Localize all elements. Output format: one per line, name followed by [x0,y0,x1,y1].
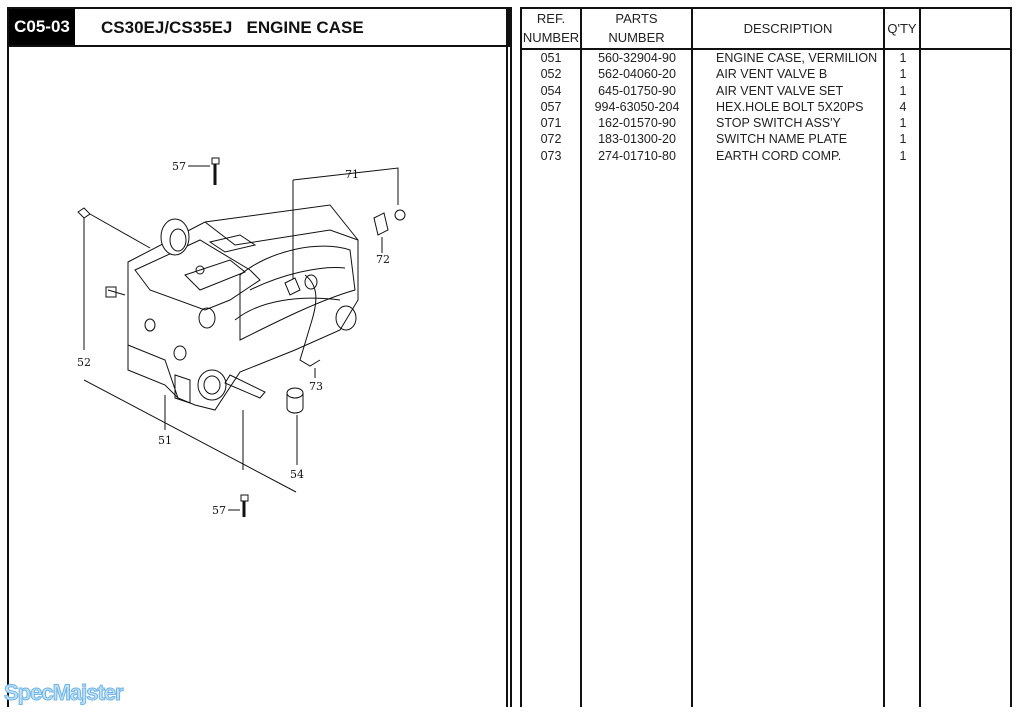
qty-cell: 1 [899,83,907,98]
callout-57-top: 57 [172,160,186,173]
qty-cell: 1 [899,116,907,131]
description-cell: STOP SWITCH ASS'Y [716,116,841,131]
qty-cell: 4 [899,99,907,114]
part-number-cell: 162-01570-90 [598,116,676,131]
ref-cell: 054 [540,83,562,98]
description-cell: EARTH CORD COMP. [716,148,842,163]
callout-71: 71 [345,168,359,181]
column-divider [520,7,522,707]
callout-57-bottom: 57 [212,504,226,517]
ref-cell: 051 [540,51,562,65]
table-row: 071 162-01570-90 STOP SWITCH ASS'Y 1 [520,115,1012,131]
title-bar: C05-03 CS30EJ/CS35EJ ENGINE CASE [7,7,510,47]
table-row: 057 994-63050-204 HEX.HOLE BOLT 5X20PS 4 [520,99,1012,115]
engine-case-body [105,204,359,411]
watermark-logo: SpecMajster [4,680,125,706]
callout-73: 73 [309,380,323,393]
part-number-cell: 562-04060-20 [598,67,676,82]
bolt-57-top [188,157,220,185]
table-row: 051 560-32904-90 ENGINE CASE, VERMILION 1 [520,50,1012,66]
engine-case-diagram: 57 71 72 52 73 51 54 57 [77,157,406,517]
panel-divider [510,7,512,707]
ref-cell: 071 [540,116,562,131]
part-number-cell: 274-01710-80 [598,148,676,163]
header-divider [520,48,1012,50]
table-row: 054 645-01750-90 AIR VENT VALVE SET 1 [520,83,1012,99]
header-description: DESCRIPTION [743,21,833,36]
section-code: C05-03 [9,9,75,45]
part-71-stop-switch [284,167,406,296]
callout-54: 54 [290,468,304,481]
header-ref-line1: REF. [536,11,566,26]
callout-51: 51 [158,434,172,447]
qty-cell: 1 [899,51,907,65]
column-divider [580,7,582,707]
table-row: 052 562-04060-20 AIR VENT VALVE B 1 [520,66,1012,82]
column-divider [919,7,921,707]
table-row: 072 183-01300-20 SWITCH NAME PLATE 1 [520,131,1012,147]
description-cell: HEX.HOLE BOLT 5X20PS [716,99,864,114]
leader-lines [164,395,244,470]
table-row: 073 274-01710-80 EARTH CORD COMP. 1 [520,148,1012,164]
header-part: PARTS NUMBER [582,9,691,48]
ref-cell: 052 [540,67,562,82]
column-divider [691,7,693,707]
part-number-cell: 645-01750-90 [598,83,676,98]
part-54-bushing [286,387,304,465]
column-divider [883,7,885,707]
callout-72: 72 [376,253,390,266]
part-number-cell: 560-32904-90 [598,51,676,65]
column-divider [1010,7,1012,707]
header-part-line1: PARTS [615,11,658,26]
description-cell: ENGINE CASE, VERMILION [716,51,878,65]
header-qty: Q'TY [887,21,917,36]
bolt-57-bottom [228,494,249,517]
part-73-earth-cord [299,274,321,378]
qty-cell: 1 [899,67,907,82]
table-top-border [520,7,1012,9]
parts-table: REF. NUMBER PARTS NUMBER DESCRIPTION Q'T… [520,7,1012,707]
part-number-cell: 183-01300-20 [598,132,676,147]
page-title: CS30EJ/CS35EJ ENGINE CASE [101,18,364,37]
qty-cell: 1 [899,148,907,163]
description-cell: AIR VENT VALVE B [716,67,828,82]
header-part-line2: NUMBER [608,30,665,45]
header-ref: REF. NUMBER [522,9,580,48]
ref-cell: 072 [540,132,562,147]
ref-cell: 057 [540,99,562,114]
ref-cell: 073 [540,148,562,163]
description-cell: SWITCH NAME PLATE [716,132,848,147]
description-cell: AIR VENT VALVE SET [716,83,844,98]
part-number-cell: 994-63050-204 [594,99,680,114]
qty-cell: 1 [899,132,907,147]
callout-52: 52 [77,356,91,369]
part-52-vent-valve [77,207,297,493]
header-ref-line2: NUMBER [522,30,580,45]
